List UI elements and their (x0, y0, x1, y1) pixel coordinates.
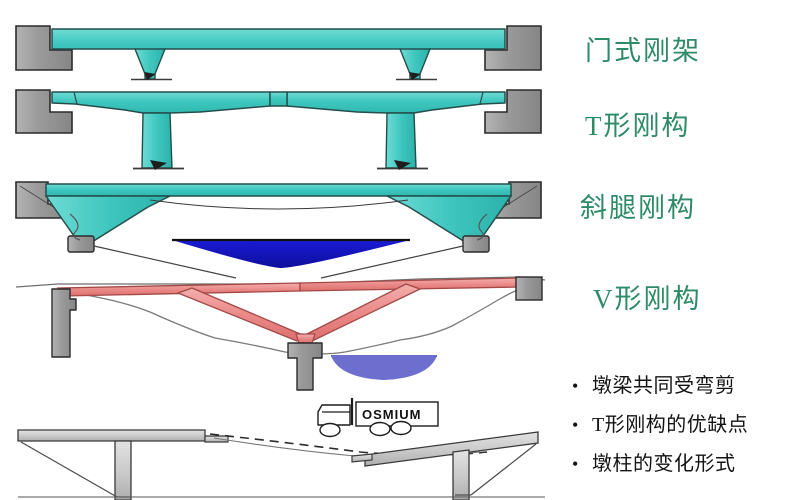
cantilever-deflection-diagram: OSMIUM (17, 398, 545, 500)
bullet-marker: • (572, 376, 579, 396)
truck-wheel-front (319, 422, 341, 438)
label-v-frame: V形刚构 (593, 284, 702, 314)
water-river (172, 240, 410, 268)
v-frame-diagram (15, 276, 546, 391)
pier-left (114, 440, 132, 500)
truck-brand-label: OSMIUM (362, 407, 421, 422)
label-portal-frame: 门式刚架 (585, 36, 701, 66)
pier-left-hinge-icon (144, 72, 156, 80)
bank-line-left (93, 245, 237, 279)
girder-cantilever-right (286, 91, 506, 114)
girder-cantilever-left (51, 91, 271, 114)
footing-left (67, 235, 95, 253)
label-t-frame: T形刚构 (585, 111, 691, 141)
pier-left-column (51, 288, 77, 358)
pier-right-hinge-icon (394, 160, 411, 170)
bullet-marker: • (572, 415, 579, 435)
abutment-left (15, 25, 73, 71)
pier-center-column (287, 342, 323, 391)
abutment-left (15, 89, 73, 134)
abutment-right (484, 25, 542, 71)
bullet-text: 墩梁共同受弯剪 (592, 375, 736, 397)
deck-right (364, 431, 539, 467)
hinge-joint-right (479, 91, 484, 105)
footing-right (462, 235, 490, 253)
haunch-line-left (20, 441, 118, 498)
pier-left (141, 112, 173, 169)
deck-left (17, 429, 206, 442)
haunch-line-right (470, 443, 537, 496)
truck-icon: OSMIUM (317, 398, 439, 438)
bullet-text: 墩柱的变化形式 (592, 453, 736, 475)
list-item: • T形刚构的优缺点 (572, 408, 797, 437)
truck-wheel-mid (369, 421, 391, 437)
v-frame-leg-left (177, 287, 306, 342)
girder-portal (51, 28, 506, 62)
hinge-joint-left (73, 91, 78, 105)
bullet-marker: • (572, 454, 579, 474)
deck-soffit-curve (149, 199, 409, 210)
slant-leg-left (45, 195, 171, 243)
v-frame-leg-right (302, 283, 421, 342)
truck-wheel-rear (390, 420, 412, 436)
bullet-text: T形刚构的优缺点 (592, 414, 749, 436)
t-frame-diagram (15, 89, 542, 170)
list-item: • 墩柱的变化形式 (572, 447, 797, 476)
list-item: • 墩梁共同受弯剪 (572, 369, 797, 398)
v-frame-apex (295, 333, 316, 344)
water-pool (331, 356, 437, 380)
truck-cab (317, 404, 351, 426)
girder-deck (45, 183, 512, 197)
deck-right-tip (351, 453, 373, 463)
pier-right-hinge-icon (409, 72, 421, 80)
pier-right (385, 112, 417, 169)
terrain-line-left (69, 213, 81, 241)
girder-midspan-segment (269, 91, 288, 107)
label-slant-leg-frame: 斜腿刚构 (580, 193, 696, 223)
abutment-right (515, 276, 543, 301)
slant-leg-frame-diagram (15, 181, 542, 279)
bank-line-right (320, 245, 464, 279)
slant-leg-right (386, 195, 512, 243)
deck-left-tip (204, 435, 229, 443)
topic-bullet-list: • 墩梁共同受弯剪 • T形刚构的优缺点 • 墩柱的变化形式 (572, 369, 797, 486)
valley-contour (67, 287, 523, 355)
abutment-right (484, 89, 542, 134)
portal-frame-diagram (15, 25, 542, 81)
pier-left-hinge-icon (150, 160, 167, 170)
terrain-line-right (476, 213, 488, 241)
pier-right (452, 449, 470, 500)
